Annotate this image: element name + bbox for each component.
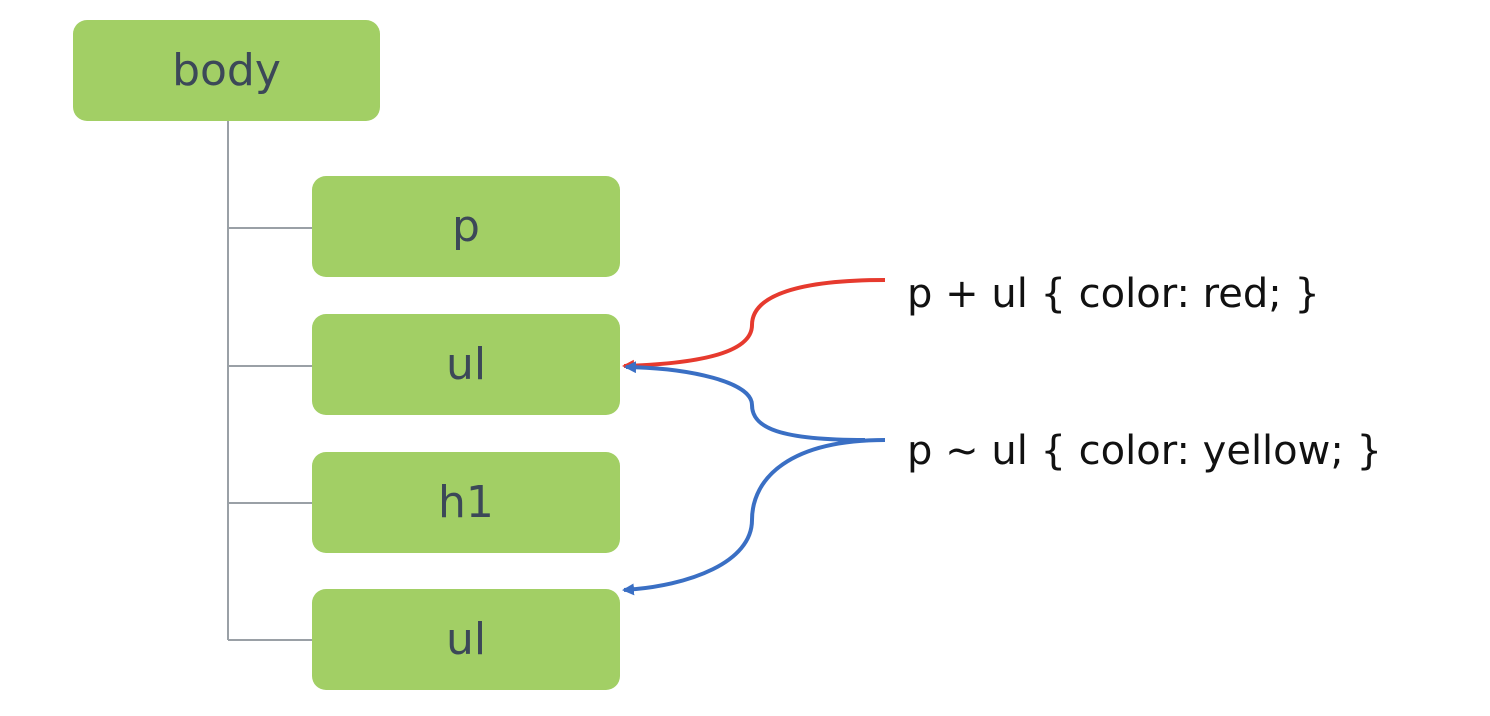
tree-node-h1: h1	[312, 452, 620, 553]
tree-node-p: p	[312, 176, 620, 277]
tree-connectors	[227, 121, 312, 641]
general-sibling-arrow-to-first-ul	[624, 361, 866, 442]
tree-node-ul-first: ul	[312, 314, 620, 415]
general-sibling-rule: p ~ ul { color: yellow; }	[907, 428, 1382, 474]
general-sibling-arrow-to-second-ul	[622, 438, 886, 596]
tree-node-body: body	[73, 20, 380, 121]
tree-node-ul-second: ul	[312, 589, 620, 690]
adjacent-sibling-arrow	[622, 278, 886, 372]
adjacent-sibling-rule: p + ul { color: red; }	[907, 271, 1320, 317]
